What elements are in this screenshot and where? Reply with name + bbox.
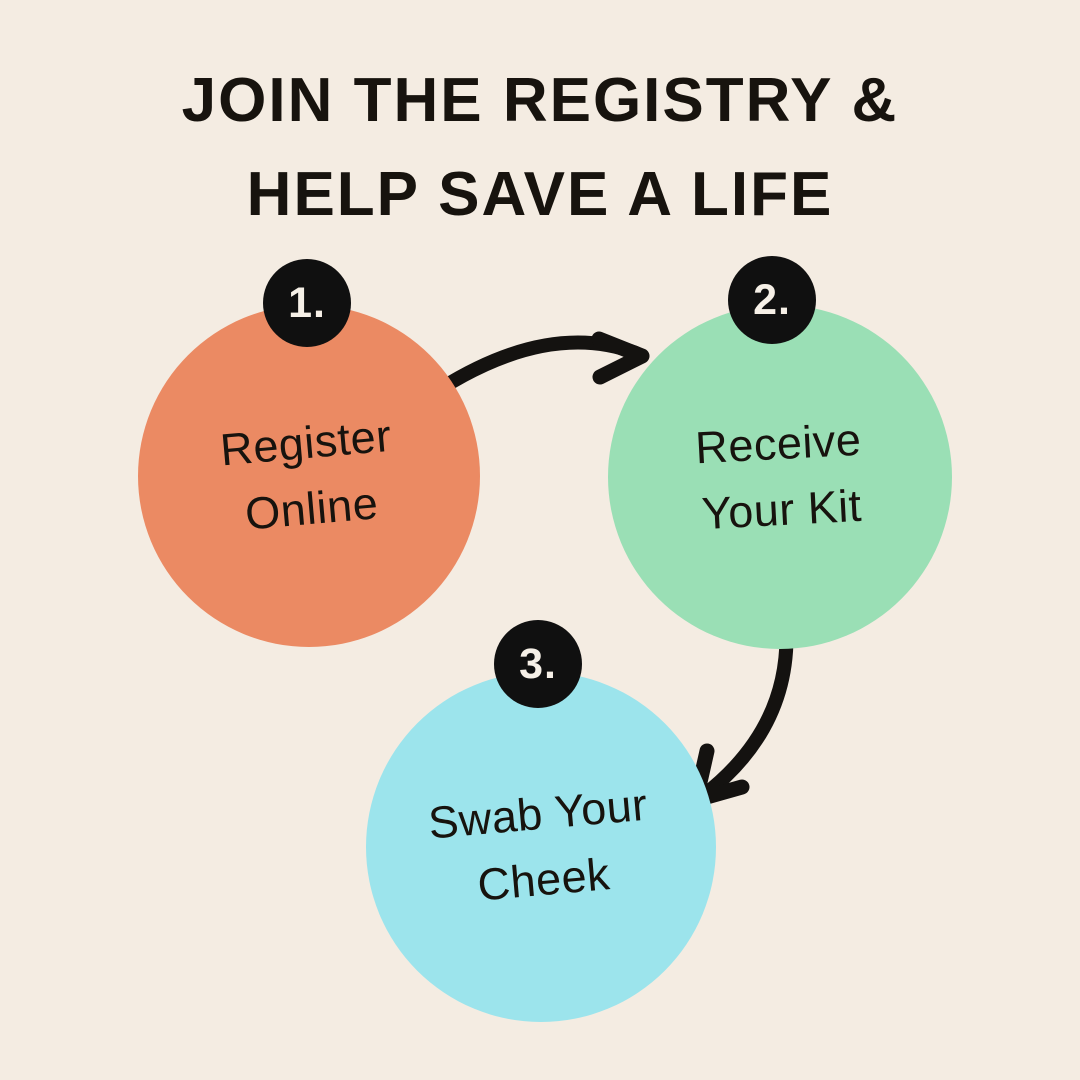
step2-label-line-1: Receive xyxy=(693,413,863,474)
step3-label: Swab Your Cheek xyxy=(426,772,656,923)
step2-label: Receive Your Kit xyxy=(694,407,867,548)
step2-label-line-2: Your Kit xyxy=(700,479,863,540)
step1-circle-register-online: 1. Register Online xyxy=(138,259,480,647)
step1-number-badge: 1. xyxy=(263,259,351,347)
title-line-1: JOIN THE REGISTRY & xyxy=(181,66,899,135)
step2-circle-receive-your-kit: 2. Receive Your Kit xyxy=(608,256,952,649)
step1-label-line-2: Online xyxy=(243,477,381,540)
step3-circle-swab-your-cheek: 3. Swab Your Cheek xyxy=(366,620,716,1022)
step2-number-badge: 2. xyxy=(728,256,816,344)
arrow-1-curve xyxy=(430,335,643,398)
poster-title: JOIN THE REGISTRY & HELP SAVE A LIFE xyxy=(0,54,1080,242)
step3-number-badge: 3. xyxy=(494,620,582,708)
title-line-2: HELP SAVE A LIFE xyxy=(246,160,834,229)
step2-number: 2. xyxy=(753,275,791,324)
step3-number: 3. xyxy=(519,639,557,688)
arrow-step1-to-step2-icon xyxy=(430,331,650,398)
arrow-1-head xyxy=(591,331,650,385)
step1-number: 1. xyxy=(288,278,326,327)
step1-label: Register Online xyxy=(218,403,400,549)
